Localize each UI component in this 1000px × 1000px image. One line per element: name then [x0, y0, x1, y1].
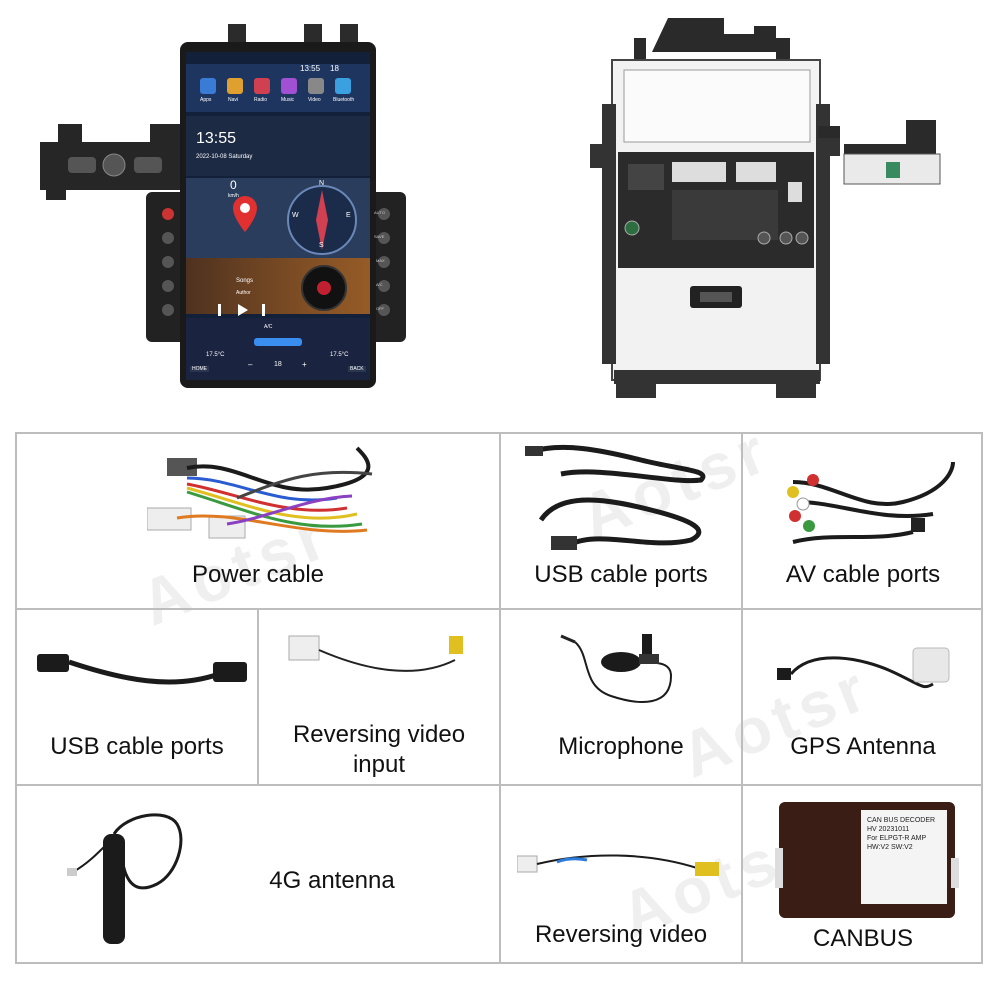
app-label[interactable]: Music — [281, 97, 295, 103]
compass-w: W — [292, 212, 299, 219]
item-usb-cable-ports-2: USB cable ports — [17, 610, 259, 786]
av-cable-image — [787, 461, 955, 544]
rear-chassis — [590, 18, 941, 398]
rear-view-photo — [590, 14, 980, 404]
ac-label[interactable]: A/C — [264, 324, 273, 330]
fan-plus-button[interactable]: + — [302, 360, 307, 369]
app-label[interactable]: Video — [308, 97, 321, 103]
app-label[interactable]: Radio — [254, 97, 268, 103]
usb-extension-image — [37, 654, 247, 685]
app-label[interactable]: Bluetooth — [333, 97, 355, 103]
usb-cable-ports-2-label: USB cable ports — [50, 733, 224, 760]
status-time: 13:55 — [300, 64, 321, 73]
usb-cable-ports-label: USB cable ports — [534, 561, 708, 588]
status-number: 18 — [330, 64, 339, 73]
microphone-image — [560, 634, 673, 703]
item-canbus: CAN BUS DECODER HV 20231011 For ELPGT-R … — [743, 786, 983, 964]
item-power-cable: Power cable — [17, 434, 501, 610]
usb-cable-image — [525, 444, 706, 550]
gps-antenna-image — [777, 647, 950, 689]
sticker-line: HV 20231011 — [867, 826, 910, 833]
item-4g-antenna: 4G antenna — [17, 786, 501, 964]
side-button-label[interactable]: SAVE — [374, 234, 385, 239]
song-author: Author — [236, 290, 251, 296]
app-label[interactable]: Apps — [200, 97, 212, 103]
item-gps-antenna: GPS Antenna — [743, 610, 983, 786]
speed-unit: km/h — [228, 193, 239, 199]
reversing-input-image — [288, 635, 463, 672]
side-button-label[interactable]: MAX — [376, 258, 385, 263]
item-reversing-video: Reversing video — [501, 786, 743, 964]
fan-value: 18 — [274, 361, 282, 368]
reversing-video-input-label-line2: input — [352, 751, 406, 778]
item-usb-cable-ports: USB cable ports — [501, 434, 743, 610]
reversing-video-image — [517, 854, 719, 876]
power-cable-image — [147, 446, 373, 539]
accessory-grid: Aotsr Aotsr Aotsr Aotsr Power cable USB … — [15, 413, 983, 964]
temp-left: 17.5°C — [206, 352, 225, 358]
song-title: Songs — [236, 278, 254, 284]
back-button[interactable]: BACK — [348, 366, 366, 372]
home-date: 2022-10-08 Saturday — [196, 154, 253, 160]
4g-antenna-image — [67, 813, 183, 944]
compass-s: S — [319, 242, 324, 249]
reversing-video-input-label-line1: Reversing video — [292, 721, 466, 748]
power-cable-label: Power cable — [191, 561, 325, 588]
fan-minus-button[interactable]: – — [248, 360, 253, 369]
av-cable-ports-label: AV cable ports — [785, 561, 941, 588]
microphone-label: Microphone — [558, 733, 684, 760]
side-button-label[interactable]: A/C — [376, 282, 383, 287]
item-microphone: Microphone — [501, 610, 743, 786]
temp-right: 17.5°C — [330, 352, 349, 358]
side-button-label[interactable]: AUTO — [374, 210, 386, 215]
side-button-label[interactable]: OFF — [376, 306, 384, 311]
canbus-box-image — [775, 802, 959, 918]
item-av-cable-ports: AV cable ports — [743, 434, 983, 610]
sticker-line: CAN BUS DECODER — [867, 817, 936, 824]
canbus-label: CANBUS — [812, 925, 914, 952]
4g-antenna-label: 4G antenna — [269, 867, 395, 894]
compass-e: E — [346, 212, 351, 219]
home-button[interactable]: HOME — [190, 366, 209, 372]
speed-value: 0 — [230, 178, 237, 192]
sticker-line: For ELPGT-R AMP — [867, 835, 927, 842]
app-label[interactable]: Navi — [228, 97, 239, 103]
canbus-sticker: CAN BUS DECODER HV 20231011 For ELPGT-R … — [867, 816, 947, 852]
home-clock: 13:55 — [196, 130, 237, 147]
compass-n: N — [319, 180, 325, 187]
reversing-video-label: Reversing video — [534, 921, 708, 948]
head-unit-body — [40, 24, 406, 388]
sticker-line: HW:V2 SW:V2 — [867, 844, 913, 851]
gps-antenna-label: GPS Antenna — [790, 733, 936, 760]
item-reversing-video-input: Reversing video input — [259, 610, 501, 786]
head-unit-photo: 13:55 18 Apps Navi Radio Music Video Blu… — [40, 20, 410, 400]
